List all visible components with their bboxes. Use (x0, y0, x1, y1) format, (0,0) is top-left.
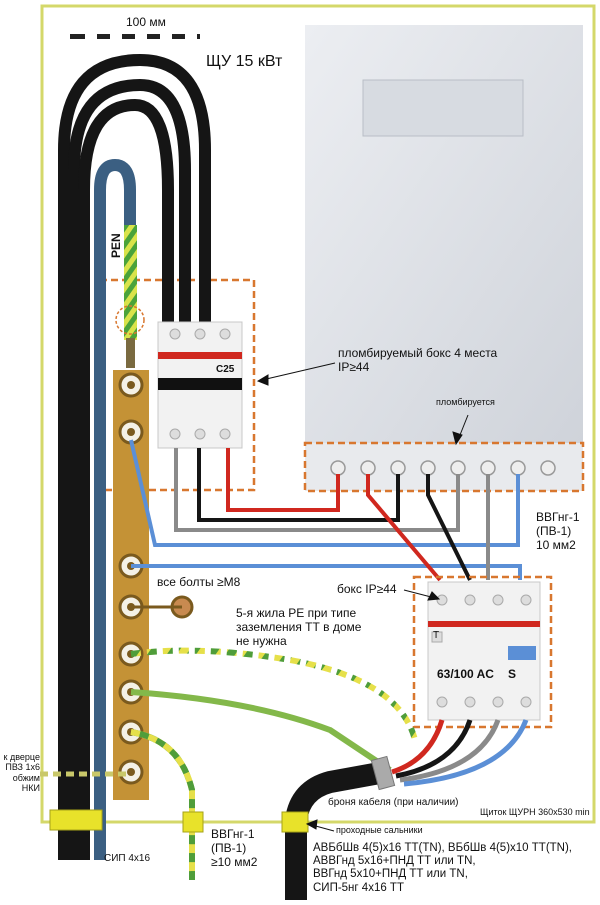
meter-terminals (330, 460, 556, 476)
rcd-box-label: бокс IP≥44 (337, 582, 397, 596)
panel-title: ЩУ 15 кВт (206, 53, 283, 70)
pen-label: PEN (109, 233, 123, 258)
breaker-c25 (157, 321, 243, 449)
cable-glands (49, 809, 309, 833)
sip-label: СИП 4х16 (104, 853, 151, 864)
breaker-meter-wires (174, 448, 460, 532)
neutral-wire (129, 439, 520, 547)
input-cable-cores (391, 719, 529, 787)
rcd-letter: T (433, 630, 440, 641)
pen-sleeve (124, 225, 137, 340)
electricity-meter (305, 25, 583, 443)
scale-bar (70, 34, 200, 39)
cable-armor-clamp (370, 755, 396, 791)
cable-list: АВБбШв 4(5)х16 ТТ(TN), ВБбШв 4(5)х10 ТТ(… (313, 842, 573, 894)
rcd-device (427, 581, 541, 721)
sealed-label: пломбируется (436, 397, 495, 407)
annotation-arrows (256, 362, 469, 832)
cabinet-outline (40, 4, 596, 824)
rcd-box-outline (412, 575, 553, 729)
meter-terminal-box (303, 441, 585, 493)
pen-conductor (94, 158, 136, 860)
pen-seal-mark (115, 305, 145, 335)
breaker-label: C25 (216, 364, 235, 375)
sealed-box-label: пломбируемый бокс 4 места IP≥44 (338, 346, 498, 374)
meter-rcd-wires (366, 474, 490, 582)
armor-label: броня кабеля (при наличии) (328, 797, 459, 808)
cable-bottom-label: ВВГнг-1 (ПВ-1) ≥10 мм2 (211, 827, 258, 869)
bolts-label: все болты ≥M8 (157, 575, 241, 589)
rcd-rating: 63/100 AC (437, 667, 494, 681)
pe-note: 5-я жила PE при типе заземления ТТ в дом… (236, 606, 362, 648)
cable-right-label: ВВГнг-1 (ПВ-1) 10 мм2 (536, 510, 580, 552)
sip-cable-black (58, 53, 211, 860)
glands-label: проходные сальники (336, 825, 423, 835)
rcd-type: S (508, 667, 517, 681)
door-label: к дверце ПВЗ 1х6 обжим НКИ (3, 752, 40, 794)
cabinet-label: Щиток ЩУРН 360х530 min (480, 807, 590, 817)
neutral-wire-rcd (131, 564, 522, 580)
scale-label: 100 мм (126, 15, 166, 29)
